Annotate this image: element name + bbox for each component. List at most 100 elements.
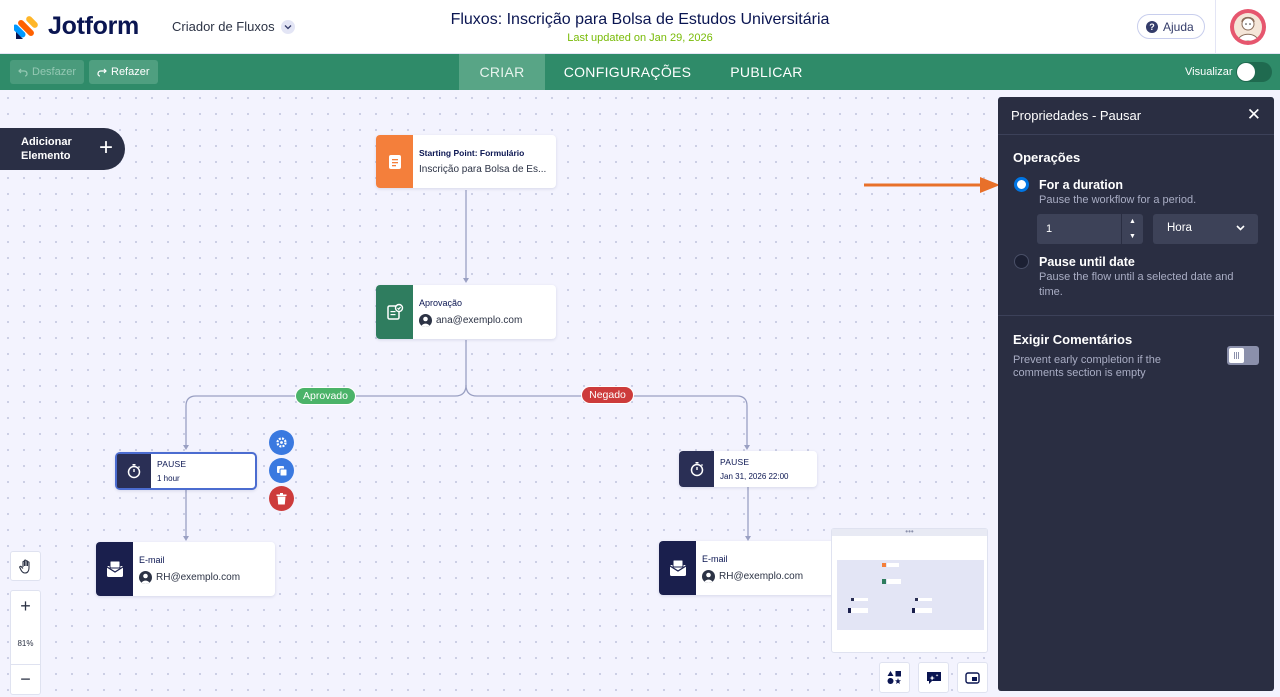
tab-criar[interactable]: CRIAR [459, 54, 545, 90]
duration-unit-select[interactable]: Hora [1153, 214, 1258, 244]
minimap-pause-right [915, 598, 918, 601]
require-comments-desc-2: comments section is empty [1013, 367, 1146, 379]
minimap-start-node [882, 563, 886, 567]
page-title[interactable]: Fluxos: Inscrição para Bolsa de Estudos … [450, 11, 830, 28]
start-node[interactable]: Starting Point: Formulário Inscrição par… [376, 135, 556, 188]
stopwatch-icon [117, 454, 151, 488]
title-block: Fluxos: Inscrição para Bolsa de Estudos … [340, 11, 940, 44]
connector-lines [183, 190, 751, 541]
add-element-button[interactable]: Adicionar Elemento + [0, 128, 125, 170]
denied-branch-badge[interactable]: Negado [581, 386, 634, 404]
shapes-icon [887, 671, 901, 684]
require-comments-label: Exigir Comentários [1013, 332, 1133, 347]
toggle-knob [1229, 348, 1244, 363]
last-updated-text: Last updated on Jan 29, 2026 [567, 32, 713, 44]
close-icon[interactable]: ✕ [1246, 105, 1261, 124]
main-toolbar: Desfazer Refazer CRIAR CONFIGURAÇÕES PUB… [0, 54, 1280, 90]
pause-left-title: PAUSE [157, 459, 187, 469]
jotform-logo[interactable]: Jotform [14, 12, 139, 41]
operations-label: Operações [1013, 150, 1081, 165]
panel-divider [998, 315, 1274, 316]
tab-configuracoes[interactable]: CONFIGURAÇÕES [563, 64, 692, 80]
minimap-email-right [912, 608, 915, 613]
pause-node-right[interactable]: PAUSE Jan 31, 2026 22:00 [679, 451, 817, 487]
redo-label: Refazer [111, 66, 150, 78]
require-comments-toggle[interactable] [1227, 346, 1259, 365]
approval-node-title: Aprovação [419, 297, 463, 308]
approval-icon [376, 285, 413, 339]
minimap-viewport[interactable] [837, 560, 984, 630]
stopwatch-icon [679, 451, 714, 487]
start-node-subtitle: Inscrição para Bolsa de Es... [419, 164, 547, 175]
properties-panel: Propriedades - Pausar ✕ Operações For a … [998, 97, 1274, 691]
minimap-handle[interactable]: ••• [832, 528, 987, 536]
chevron-down-icon [280, 19, 295, 34]
pause-right-title: PAUSE [720, 457, 750, 467]
minimap-email-left-body [851, 608, 868, 613]
minimap-email-left [848, 608, 851, 613]
duration-value: 1 [1046, 223, 1053, 235]
help-label: Ajuda [1163, 19, 1194, 34]
user-icon [139, 570, 152, 584]
zoom-out-button[interactable]: − [10, 664, 41, 695]
add-element-label-1: Adicionar [21, 136, 72, 148]
add-element-label-2: Elemento [21, 150, 71, 162]
radio-until-date[interactable] [1014, 254, 1029, 269]
option-date-title[interactable]: Pause until date [1039, 255, 1135, 269]
email-left-title: E-mail [139, 554, 165, 565]
minimap[interactable]: ••• [831, 528, 988, 653]
node-duplicate-button[interactable] [269, 458, 294, 483]
start-node-title: Starting Point: Formulário [419, 148, 525, 158]
pause-node-left[interactable]: PAUSE 1 hour [115, 452, 257, 490]
node-delete-button[interactable] [269, 486, 294, 511]
duration-input[interactable]: 1 ▲ ▼ [1037, 214, 1143, 244]
preview-toggle[interactable] [1236, 62, 1272, 82]
minimap-toggle-button[interactable] [957, 662, 988, 693]
redo-button[interactable]: Refazer [89, 60, 158, 84]
node-settings-button[interactable] [269, 430, 294, 455]
chat-sparkle-icon [926, 672, 941, 684]
option-duration-desc: Pause the workflow for a period. [1039, 194, 1197, 206]
stepper-up-icon[interactable]: ▲ [1129, 218, 1136, 225]
toggle-knob [1237, 63, 1255, 81]
radio-for-duration[interactable] [1014, 177, 1029, 192]
avatar-image [1234, 13, 1262, 41]
element-shapes-button[interactable] [879, 662, 910, 693]
zoom-in-button[interactable]: + [10, 590, 41, 622]
email-node-right[interactable]: E-mail RH@exemplo.com [659, 541, 839, 595]
header-divider [1215, 0, 1216, 54]
minimap-pause-left [851, 598, 854, 601]
hand-icon [18, 559, 30, 574]
email-node-left[interactable]: E-mail RH@exemplo.com [96, 542, 275, 596]
help-button[interactable]: ? Ajuda [1137, 14, 1205, 39]
minimap-start-node-body [887, 563, 899, 567]
user-icon [419, 313, 432, 327]
builder-selector[interactable]: Criador de Fluxos [172, 19, 295, 34]
approved-branch-badge[interactable]: Aprovado [295, 387, 356, 405]
chevron-down-icon [1236, 225, 1245, 231]
logo-text: Jotform [48, 12, 139, 40]
quantity-stepper[interactable]: ▲ ▼ [1121, 214, 1143, 244]
tab-publicar[interactable]: PUBLICAR [730, 64, 803, 80]
user-icon [702, 569, 715, 583]
jotform-logo-icon [14, 15, 38, 39]
builder-label: Criador de Fluxos [172, 19, 275, 34]
pan-hand-button[interactable] [10, 551, 41, 581]
form-icon [376, 135, 413, 188]
minus-icon: − [20, 669, 31, 689]
approval-node[interactable]: Aprovação ana@exemplo.com [376, 285, 556, 339]
preview-label: Visualizar [1185, 66, 1233, 78]
stepper-down-icon[interactable]: ▼ [1129, 233, 1136, 240]
plus-icon: + [99, 134, 114, 161]
avatar[interactable] [1230, 9, 1266, 45]
minimap-pause-right-body [918, 598, 932, 601]
email-right-title: E-mail [702, 553, 728, 564]
plus-icon: + [20, 595, 31, 616]
undo-button[interactable]: Desfazer [10, 60, 85, 84]
ai-assistant-button[interactable] [918, 662, 949, 693]
panel-header: Propriedades - Pausar ✕ [998, 97, 1274, 135]
pause-right-date: Jan 31, 2026 22:00 [720, 472, 789, 481]
option-duration-title[interactable]: For a duration [1039, 178, 1124, 192]
minimap-approval-node-body [887, 579, 901, 584]
require-comments-desc-1: Prevent early completion if the [1013, 354, 1161, 366]
